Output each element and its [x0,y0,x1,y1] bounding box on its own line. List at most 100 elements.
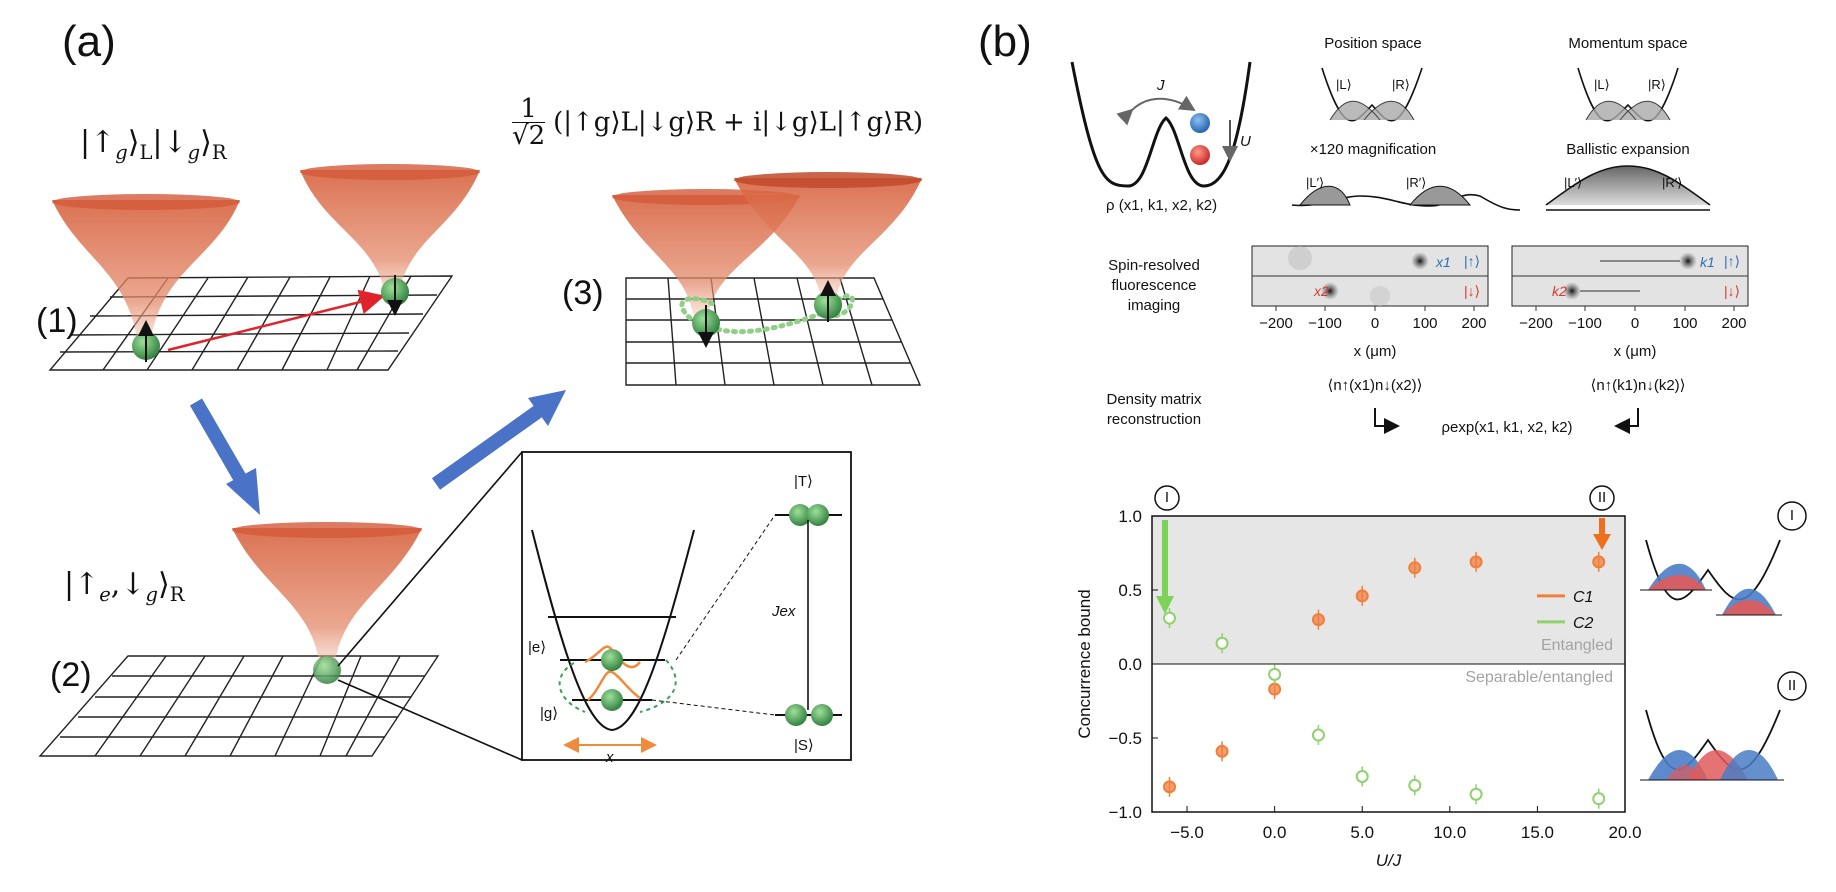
img-left-up: |↑⟩ [1464,253,1481,269]
transition-arrow-2-3-head [528,390,566,426]
img-right-tick-1: −200 [1519,315,1553,332]
inset-S-label: |S⟩ [794,737,814,754]
img-k1: k1 [1700,254,1715,270]
img-right-down: |↓⟩ [1724,283,1741,299]
panel-b-label: (b) [978,17,1032,66]
state1-L: L [139,140,153,164]
side-marker-II: II [1787,677,1797,694]
x-tick-label: 0.0 [1263,823,1287,842]
entangled-region-label: Entangled [1541,637,1613,654]
inset-T-label: |T⟩ [794,473,813,490]
inset-e-label: |e⟩ [528,639,547,656]
img-x2: x2 [1314,283,1329,299]
pos-R: |R⟩ [1392,77,1410,92]
spin-resolved-line-2: fluorescence [1111,277,1197,294]
magnification-icon [1291,185,1521,211]
fluorescence-image-right [1511,245,1749,307]
arrow-II-head [1593,534,1611,550]
data-point-C1 [1268,682,1282,696]
data-point-C2 [1268,667,1282,681]
x-tick-label: −5.0 [1170,823,1204,842]
corr-left: ⟨n↑(x1)n↓(x2)⟩ [1327,377,1423,394]
mom-R: |R⟩ [1648,77,1666,92]
magnification-label: ×120 magnification [1309,141,1437,158]
separable-region-label: Separable/entangled [1465,669,1613,686]
step-3-label: (3) [562,274,604,312]
side-icon-I [1640,501,1807,616]
hop-arrow [167,289,385,352]
fluorescence-image-left [1251,245,1489,307]
image-axis-ticks [1275,306,1735,311]
state2-ket: |↑ [64,567,100,602]
y-tick-label: −1.0 [1108,803,1142,822]
beam-right-3 [734,172,922,302]
img-right-tick-5: 200 [1721,315,1747,332]
zoom-line-top [337,451,523,667]
density-matrix-label: Density matrix reconstruction [1106,390,1201,430]
harmonic-potential [531,529,695,732]
data-point-C1 [1311,613,1325,627]
momentum-space-label: Momentum space [1568,35,1688,52]
state-3: 1 √2 (|↑g⟩L|↓g⟩R + i|↓g⟩L|↑g⟩R) [512,96,923,149]
marker-II: II [1597,489,1607,506]
triplet-atom-2 [807,504,829,526]
data-point-C2 [1592,792,1606,806]
dm-line-2: reconstruction [1106,411,1202,428]
img-x1: x1 [1436,254,1451,270]
mom-Lp: |L′⟩ [1564,175,1583,190]
img-left-tick-1: −200 [1259,315,1293,332]
img-left-tick-5: 200 [1461,315,1487,332]
exchange-arc [558,659,677,713]
ballistic-icon [1545,165,1711,211]
data-point-C1 [1215,744,1229,758]
arrow-I-head [1156,596,1174,614]
marker-I: I [1164,489,1170,506]
data-point-C2 [1355,769,1369,783]
x-tick-label: 20.0 [1608,823,1641,842]
spin-resolved-line-3: imaging [1127,297,1181,314]
bracket-left [1374,408,1400,434]
inset-atom-e [601,649,623,671]
state1-g1: g [115,140,128,164]
state2-mid: ,↓ [110,567,146,602]
img-right-up: |↑⟩ [1724,253,1741,269]
img-left-tick-2: −100 [1308,315,1342,332]
data-point-C1 [1592,555,1606,569]
inset-atom-g [601,689,623,711]
atom-pair-2 [313,656,341,684]
position-space-label: Position space [1324,35,1422,52]
singlet-atom-2 [811,704,833,726]
position-space-icon [1321,67,1423,122]
blue-atom [1190,113,1210,133]
data-point-C2 [1311,728,1325,742]
data-point-C2 [1215,636,1229,650]
state-1: |↑g⟩L|↓g⟩R [80,125,227,164]
x-axis-label: U/J [1376,851,1402,870]
dash-T [675,514,776,661]
state3-numerator: 1 [512,96,546,123]
beam-2 [232,522,422,670]
step-2-label: (2) [50,656,92,694]
transition-arrow-1-2-head [226,468,260,515]
x-tick-label: 5.0 [1350,823,1374,842]
state1-R: R [211,140,227,164]
ballistic-label: Ballistic expansion [1566,141,1690,158]
rho-exp: ρexp(x1, k1, x2, k2) [1441,419,1573,436]
step-1-label: (1) [36,302,78,340]
side-icon-II [1640,671,1807,781]
red-atom [1190,145,1210,165]
inset-g-label: |g⟩ [540,705,559,722]
marker-I-circle [1154,485,1180,511]
transition-arrow-2-3 [431,404,545,490]
lattice-1 [48,275,454,371]
pos-Lp: |L′⟩ [1306,175,1325,190]
wavefunction-g [587,670,641,701]
transition-arrow-1-2 [189,398,247,482]
data-point-C1 [1469,555,1483,569]
entangled-region [1152,516,1625,664]
pos-Rp: |R′⟩ [1406,175,1427,190]
panel-a-label: (a) [62,17,116,66]
state3-body: (|↑g⟩L|↓g⟩R + i|↓g⟩L|↑g⟩R) [553,107,924,138]
mom-Rp: |R′⟩ [1662,175,1683,190]
